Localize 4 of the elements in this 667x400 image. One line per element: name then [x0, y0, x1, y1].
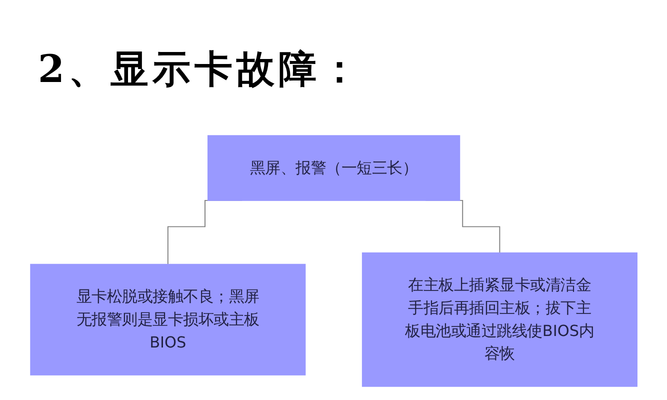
- title: 2、显示卡故障：: [38, 45, 362, 93]
- node-box: 显卡松脱或接触不良；黑屏无报警则是显卡损坏或主板BIOS: [30, 264, 306, 376]
- node-box: 在主板上插紧显卡或清洁金手指后再插回主板；拔下主板电池或通过跳线使BIOS内容恢: [362, 252, 638, 387]
- node-box: 黑屏、报警（一短三长）: [207, 135, 460, 201]
